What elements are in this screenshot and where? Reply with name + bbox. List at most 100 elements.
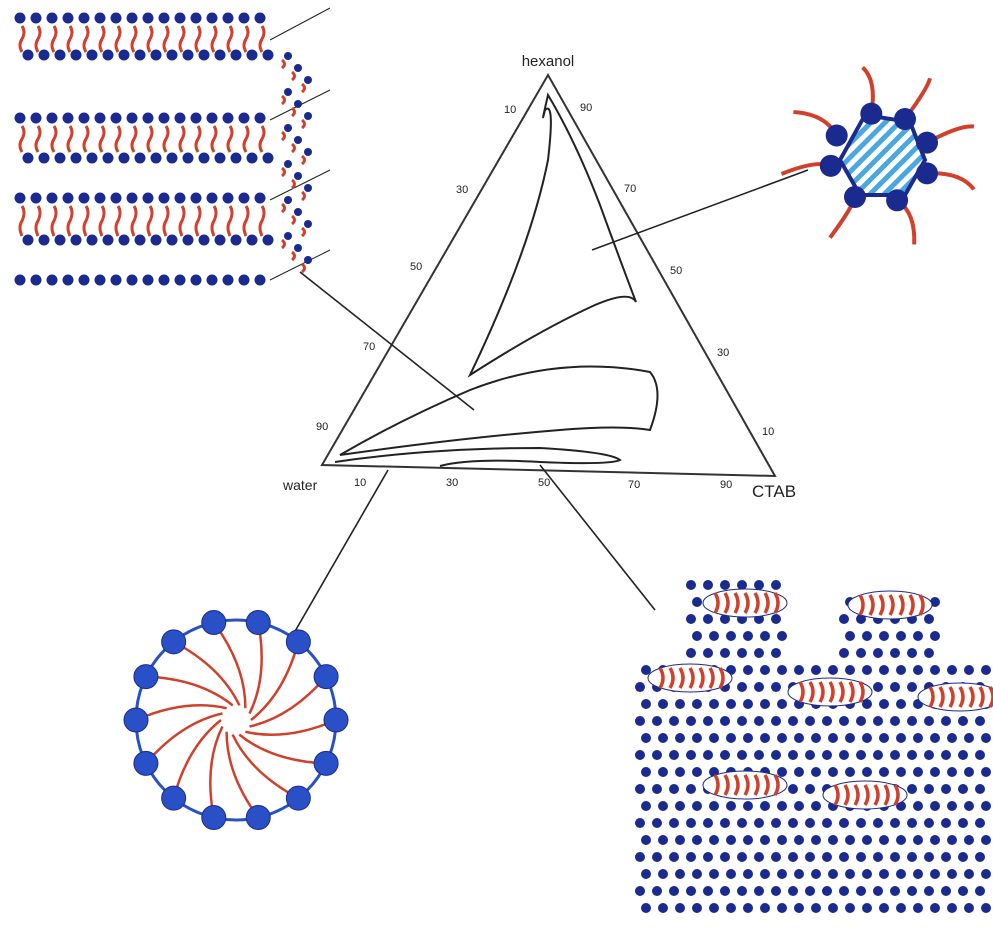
headgroup-bead <box>294 172 302 180</box>
headgroup-bead <box>71 153 82 164</box>
headgroup-bead <box>771 852 781 862</box>
headgroup-bead <box>930 869 940 879</box>
headgroup-bead <box>828 665 838 675</box>
headgroup-bead <box>709 699 719 709</box>
headgroup-bead <box>79 13 90 24</box>
lipid-tail <box>84 206 88 236</box>
tick-label: 90 <box>580 102 592 114</box>
headgroup-bead <box>658 869 668 879</box>
headgroup-bead <box>788 818 798 828</box>
headgroup-bead <box>856 648 866 658</box>
surfactant-tail <box>239 735 326 764</box>
headgroup-bead <box>191 275 202 286</box>
lipid-tail <box>84 126 88 152</box>
headgroup-bead <box>873 716 883 726</box>
headgroup-bead <box>692 903 702 913</box>
headgroup-bead <box>862 631 872 641</box>
headgroup-bead <box>284 232 292 240</box>
headgroup-bead <box>777 835 787 845</box>
headgroup-bead <box>284 124 292 132</box>
headgroup-bead <box>924 750 934 760</box>
headgroup-bead <box>39 153 50 164</box>
headgroup-bead <box>87 50 98 61</box>
headgroup-bead <box>862 665 872 675</box>
headgroup-bead <box>239 275 250 286</box>
headgroup-bead <box>896 835 906 845</box>
headgroup-bead <box>720 852 730 862</box>
headgroup-bead <box>788 886 798 896</box>
headgroup-bead <box>686 852 696 862</box>
headgroup-bead <box>239 13 250 24</box>
headgroup-bead <box>151 50 162 61</box>
headgroup-bead <box>304 112 312 120</box>
headgroup-bead <box>788 716 798 726</box>
headgroup-bead <box>675 903 685 913</box>
headgroup-bead <box>845 767 855 777</box>
headgroup-bead <box>263 50 274 61</box>
lipid-tail <box>20 126 24 152</box>
headgroup-bead <box>754 852 764 862</box>
headgroup-bead <box>284 52 292 60</box>
headgroup-bead <box>720 648 730 658</box>
lipid-tail <box>244 126 248 152</box>
headgroup-bead <box>135 50 146 61</box>
headgroup-bead <box>760 869 770 879</box>
lipid-tail <box>116 126 120 152</box>
headgroup-bead <box>215 153 226 164</box>
headgroup-bead <box>879 631 889 641</box>
headgroup-bead <box>907 682 917 692</box>
headgroup-bead <box>686 750 696 760</box>
headgroup-bead <box>314 751 338 775</box>
tick-label: 70 <box>628 479 640 491</box>
headgroup-bead <box>658 767 668 777</box>
headgroup-bead <box>641 801 651 811</box>
headgroup-bead <box>675 835 685 845</box>
headgroup-bead <box>726 835 736 845</box>
headgroup-bead <box>134 751 158 775</box>
headgroup-bead <box>669 750 679 760</box>
headgroup-bead <box>828 835 838 845</box>
headgroup-bead <box>304 256 312 264</box>
headgroup-bead <box>811 733 821 743</box>
headgroup-bead <box>981 801 991 811</box>
headgroup-bead <box>873 682 883 692</box>
headgroup-bead <box>916 132 938 154</box>
headgroup-bead <box>183 50 194 61</box>
headgroup-bead <box>294 100 302 108</box>
headgroup-bead <box>692 835 702 845</box>
headgroup-bead <box>873 648 883 658</box>
headgroup-bead <box>652 818 662 828</box>
headgroup-bead <box>873 818 883 828</box>
lipid-tail <box>292 108 295 116</box>
headgroup-bead <box>975 886 985 896</box>
headgroup-bead <box>255 13 266 24</box>
headgroup-bead <box>151 235 162 246</box>
headgroup-bead <box>981 869 991 879</box>
headgroup-bead <box>873 852 883 862</box>
headgroup-bead <box>162 630 186 654</box>
surfactant-tail <box>136 705 227 720</box>
tick-label: 90 <box>316 421 328 433</box>
headgroup-bead <box>79 113 90 124</box>
headgroup-bead <box>652 784 662 794</box>
headgroup-bead <box>771 818 781 828</box>
headgroup-bead <box>324 708 348 732</box>
lipid-tail <box>100 206 104 236</box>
headgroup-bead <box>907 648 917 658</box>
headgroup-bead <box>635 716 645 726</box>
headgroup-bead <box>199 235 210 246</box>
headgroup-bead <box>958 886 968 896</box>
headgroup-bead <box>635 750 645 760</box>
lipid-tail <box>292 72 295 80</box>
lipid-tail <box>52 126 56 152</box>
headgroup-bead <box>31 113 42 124</box>
headgroup-bead <box>658 835 668 845</box>
lipid-tail <box>282 168 285 176</box>
headgroup-bead <box>896 733 906 743</box>
headgroup-bead <box>737 886 747 896</box>
headgroup-bead <box>743 903 753 913</box>
headgroup-bead <box>941 852 951 862</box>
headgroup-bead <box>856 716 866 726</box>
headgroup-bead <box>839 648 849 658</box>
headgroup-bead <box>703 580 713 590</box>
